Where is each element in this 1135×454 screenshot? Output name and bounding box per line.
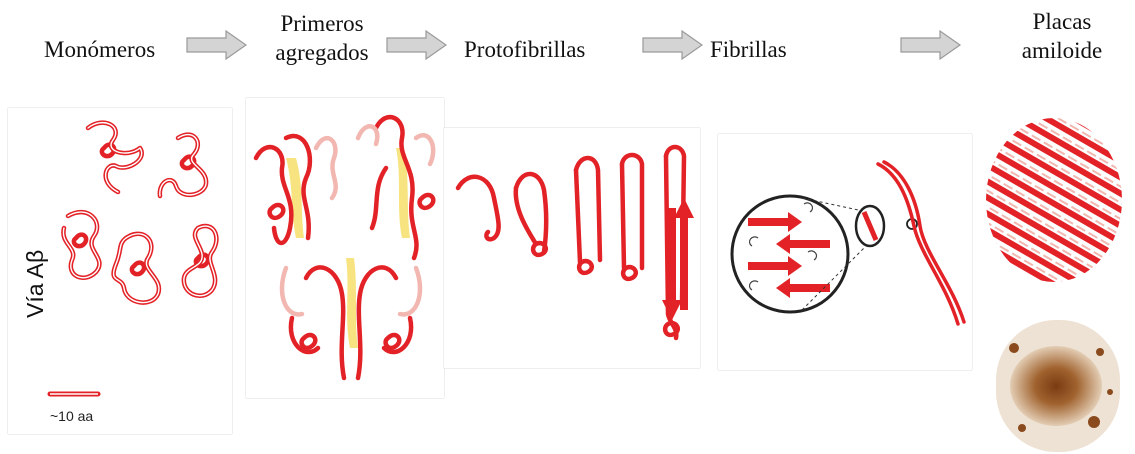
protofibril-strand (622, 155, 642, 279)
stage-title-amyloid-plaques: Placas amiloide (1002, 8, 1122, 66)
stage-title-early-aggregates: Primeros agregados (262, 10, 382, 68)
protofibril-strand (576, 158, 600, 273)
pathway-label: Vía Aβ (22, 250, 49, 318)
right-arrow-icon (900, 30, 962, 60)
early-aggregates-panel (246, 98, 444, 398)
fibril-mesh-image (986, 118, 1122, 282)
monomer-strand (184, 226, 217, 296)
aggregate-strand (316, 138, 336, 198)
stage-title-amyloid-plaques-line2: amiloide (1002, 37, 1122, 66)
plaque-micrograph (996, 320, 1120, 452)
small-zoom-circle (856, 206, 917, 246)
stage-title-protofibrils: Protofibrillas (464, 36, 585, 65)
protofibril-strand (458, 177, 499, 240)
right-arrow-icon (186, 30, 248, 60)
right-arrow-icon (386, 30, 448, 60)
protofibrils-panel (444, 128, 700, 368)
monomer-strand (114, 234, 159, 303)
stage-title-early-aggregates-line1: Primeros (262, 10, 382, 39)
monomer-strand (88, 123, 142, 192)
stage-title-amyloid-plaques-line1: Placas (1002, 8, 1122, 37)
zoom-circle (732, 196, 848, 312)
scale-label: ~10 aa (50, 408, 93, 424)
stage-title-fibrils: Fibrillas (710, 36, 787, 65)
stage-title-monomers: Monómeros (44, 36, 155, 65)
monomer-strand (160, 135, 206, 196)
aggregate-strand (358, 126, 433, 164)
amyloid-plaques-panel (984, 102, 1126, 454)
stage-title-early-aggregates-line2: agregados (262, 39, 382, 68)
fibrils-panel (718, 134, 972, 370)
fibril-strand (878, 162, 964, 324)
protofibril-strand (516, 174, 547, 255)
right-arrow-icon (642, 30, 704, 60)
